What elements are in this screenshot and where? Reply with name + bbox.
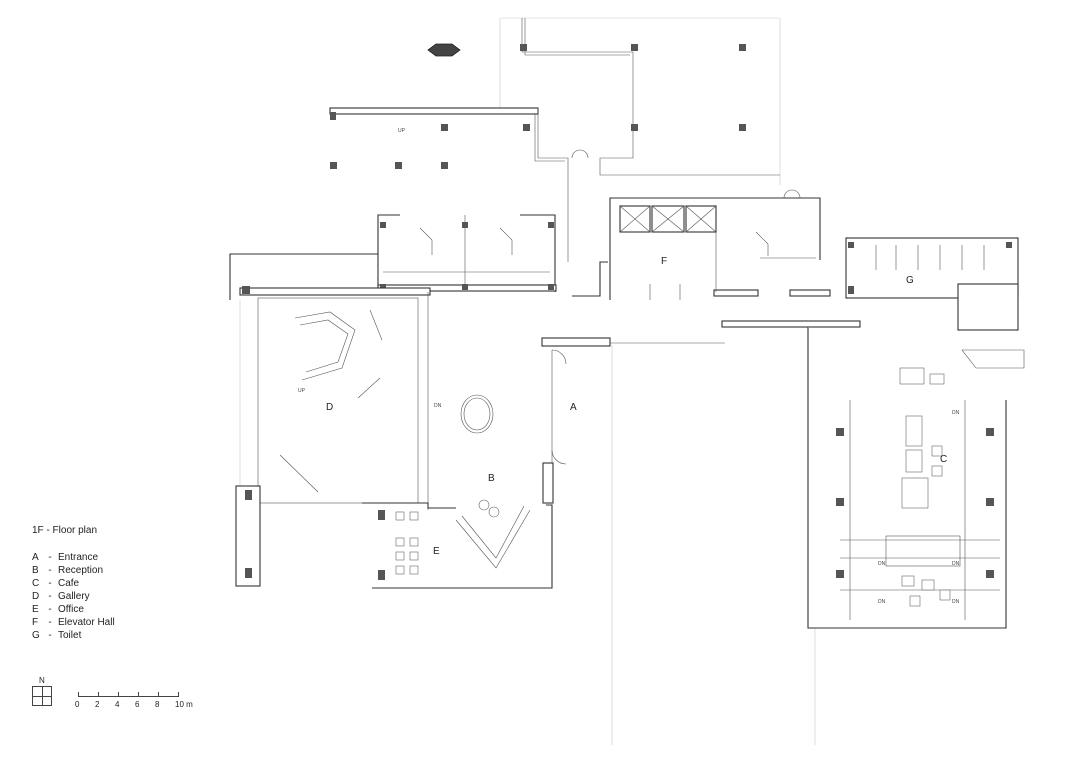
scale-label: 4 xyxy=(115,700,120,709)
room-label-reception: B xyxy=(488,473,495,484)
cafe-block xyxy=(721,320,1007,629)
site-guide-lines xyxy=(239,17,816,745)
legend-item: F-Elevator Hall xyxy=(32,617,115,628)
scale-tick xyxy=(78,692,79,697)
room-label-office: E xyxy=(433,546,440,557)
room-legend: 1F - Floor plan A-Entrance B-Reception C… xyxy=(32,524,115,642)
scale-label: 10 m xyxy=(175,700,193,709)
scale-tick xyxy=(118,692,119,697)
elevator-hall xyxy=(571,149,831,300)
stair-annotations: UP UP DN DN DN DN DN DN xyxy=(298,128,960,605)
legend-item: G-Toilet xyxy=(32,630,82,641)
north-arrow-icon xyxy=(32,686,52,706)
legend-item: E-Office xyxy=(32,604,84,615)
scale-tick xyxy=(178,692,179,697)
west-corridor xyxy=(229,253,431,300)
room-label-elevator-hall: F xyxy=(661,256,667,267)
stair-note-up: UP xyxy=(298,388,306,394)
legend-item: C-Cafe xyxy=(32,578,80,589)
north-label: N xyxy=(39,676,45,685)
legend-item: A-Entrance xyxy=(32,552,99,563)
north-arrow: N xyxy=(32,676,54,710)
gallery-room xyxy=(235,292,429,587)
room-labels: A B C D E F G xyxy=(326,256,947,557)
room-label-entrance: A xyxy=(570,402,577,413)
scale-bar: 0 2 4 6 8 10 m xyxy=(75,692,215,712)
legend-item: B-Reception xyxy=(32,565,104,576)
stair-note-dn: DN xyxy=(952,599,960,605)
scale-tick xyxy=(158,692,159,697)
stair-note-dn: DN xyxy=(952,561,960,567)
scale-label: 2 xyxy=(95,700,100,709)
scale-label: 8 xyxy=(155,700,160,709)
scale-tick xyxy=(138,692,139,697)
legend-title: 1F - Floor plan xyxy=(32,525,98,536)
stair-note-dn: DN xyxy=(878,561,886,567)
north-walls xyxy=(329,18,780,262)
room-label-toilet: G xyxy=(906,275,914,286)
toilet-block xyxy=(845,237,1025,369)
stair-wing xyxy=(377,214,557,292)
scale-tick xyxy=(98,692,99,697)
stair-note-up: UP xyxy=(398,128,406,134)
stair-note-dn: DN xyxy=(878,599,886,605)
reception-office-block xyxy=(362,394,554,589)
scale-bar-line xyxy=(78,692,178,697)
stair-note-dn: DN xyxy=(434,403,442,409)
scale-label: 6 xyxy=(135,700,140,709)
stair-note-dn: DN xyxy=(952,410,960,416)
room-label-gallery: D xyxy=(326,402,333,413)
legend-item: D-Gallery xyxy=(32,591,90,602)
structural-columns xyxy=(330,44,746,169)
entrance-area xyxy=(541,337,725,465)
room-label-cafe: C xyxy=(940,454,947,465)
scale-label: 0 xyxy=(75,700,80,709)
